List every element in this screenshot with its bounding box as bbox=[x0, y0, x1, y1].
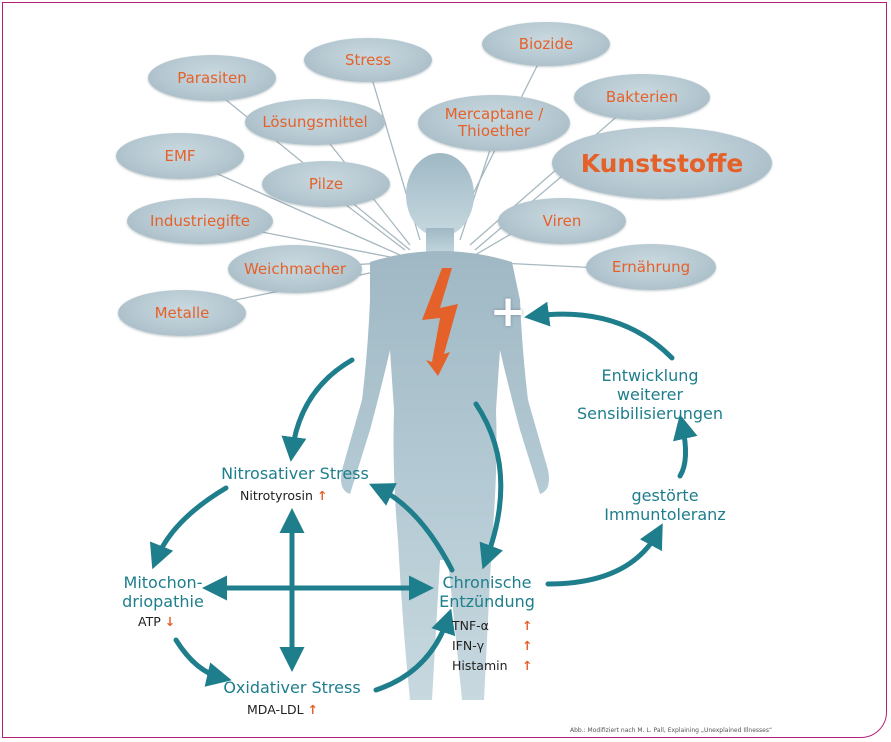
mda-ldl-label: MDA-LDL bbox=[247, 702, 304, 717]
nitrotyrosin-label: Nitrotyrosin bbox=[240, 488, 313, 503]
immuntoleranz-line1: gestörte bbox=[600, 486, 730, 505]
factor-weichmacher: Weichmacher bbox=[228, 245, 362, 293]
mitochondriopathie-label: Mitochon- driopathie bbox=[108, 573, 218, 611]
factor-loesungsmittel: Lösungsmittel bbox=[245, 99, 385, 145]
credit-line: Abb.: Modifiziert nach M. L. Pall, Expla… bbox=[570, 727, 772, 734]
chronische-entzuendung-label: Chronische Entzündung bbox=[422, 573, 552, 611]
factor-ernaehrung: Ernährung bbox=[586, 244, 716, 290]
tnf-marker: TNF-α ↑ bbox=[452, 618, 532, 633]
factor-bakterien: Bakterien bbox=[574, 74, 710, 120]
factor-industriegifte: Industriegifte bbox=[127, 198, 273, 244]
histamin-label: Histamin bbox=[452, 658, 508, 673]
nitrosativer-stress-label: Nitrosativer Stress bbox=[195, 464, 395, 483]
mda-ldl-marker: MDA-LDL ↑ bbox=[247, 702, 318, 717]
sensibilisierungen-label: Entwicklung weiterer Sensibilisierungen bbox=[560, 366, 740, 423]
nitrotyrosin-marker: Nitrotyrosin ↑ bbox=[240, 488, 327, 503]
atp-marker: ATP ↓ bbox=[138, 614, 175, 629]
arrow-down-icon: ↓ bbox=[165, 614, 175, 629]
ifn-marker: IFN-γ ↑ bbox=[452, 638, 532, 653]
plus-icon: + bbox=[488, 292, 528, 332]
factor-biozide: Biozide bbox=[482, 22, 610, 66]
factor-metalle: Metalle bbox=[118, 290, 246, 336]
arrow-up-icon: ↑ bbox=[308, 702, 318, 717]
oxidativer-stress-label: Oxidativer Stress bbox=[197, 678, 387, 697]
mitochondriopathie-line1: Mitochon- bbox=[108, 573, 218, 592]
tnf-label: TNF-α bbox=[452, 618, 489, 633]
factor-parasiten: Parasiten bbox=[148, 55, 276, 101]
atp-label: ATP bbox=[138, 614, 161, 629]
factor-viren: Viren bbox=[498, 198, 626, 244]
arrow-up-icon: ↑ bbox=[522, 658, 532, 673]
factor-kunststoffe: Kunststoffe bbox=[552, 127, 772, 199]
factor-pilze: Pilze bbox=[262, 161, 390, 207]
immuntoleranz-label: gestörte Immuntoleranz bbox=[600, 486, 730, 524]
arrow-up-icon: ↑ bbox=[317, 488, 327, 503]
sensib-line3: Sensibilisierungen bbox=[560, 404, 740, 423]
arrow-up-icon: ↑ bbox=[522, 618, 532, 633]
mitochondriopathie-line2: driopathie bbox=[108, 592, 218, 611]
chronische-line1: Chronische bbox=[422, 573, 552, 592]
sensib-line2: weiterer bbox=[560, 385, 740, 404]
histamin-marker: Histamin ↑ bbox=[452, 658, 532, 673]
factor-emf: EMF bbox=[116, 133, 244, 179]
immuntoleranz-line2: Immuntoleranz bbox=[600, 505, 730, 524]
sensib-line1: Entwicklung bbox=[560, 366, 740, 385]
factor-mercaptane: Mercaptane / Thioether bbox=[418, 95, 570, 151]
chronische-line2: Entzündung bbox=[422, 592, 552, 611]
ifn-label: IFN-γ bbox=[452, 638, 484, 653]
factor-stress: Stress bbox=[304, 38, 432, 82]
arrow-up-icon: ↑ bbox=[522, 638, 532, 653]
